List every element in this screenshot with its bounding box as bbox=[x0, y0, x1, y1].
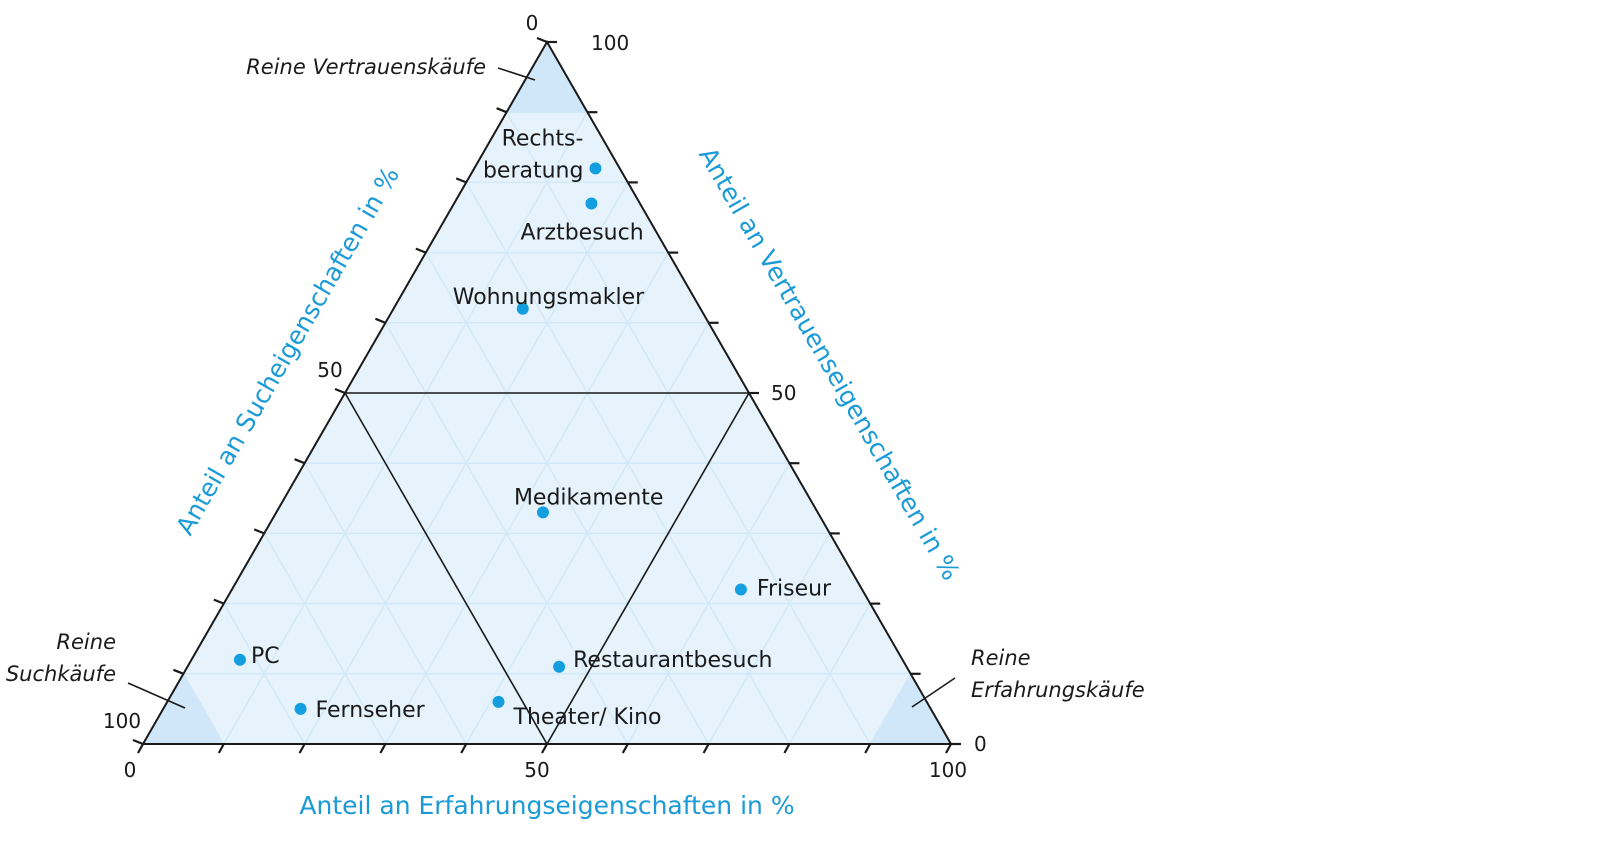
grid-line bbox=[627, 462, 791, 745]
tick-search bbox=[213, 598, 225, 605]
tick-experience bbox=[217, 743, 225, 754]
data-point-label: Arztbesuch bbox=[520, 220, 643, 245]
corner-label: Erfahrungskäufe bbox=[971, 678, 1145, 702]
tick-search bbox=[415, 247, 427, 254]
data-point-label: Wohnungsmakler bbox=[453, 285, 645, 310]
tick-experience bbox=[298, 743, 306, 754]
grid-line bbox=[223, 111, 589, 745]
grid-line bbox=[384, 252, 669, 745]
tick-experience bbox=[702, 743, 710, 754]
data-point-label: Friseur bbox=[757, 577, 832, 602]
data-point-label: Theater/ Kino bbox=[513, 705, 662, 730]
tick-search bbox=[253, 528, 265, 535]
tick-label-experience: 100 bbox=[929, 758, 967, 782]
tick-search bbox=[132, 738, 144, 746]
corner-leader-line bbox=[127, 682, 186, 709]
grid-line bbox=[505, 111, 871, 745]
data-point bbox=[734, 583, 747, 596]
tick-experience bbox=[945, 743, 952, 754]
tick-label-credence: 50 bbox=[771, 381, 796, 405]
tick-experience bbox=[541, 743, 548, 754]
data-point bbox=[233, 653, 246, 666]
data-point bbox=[492, 695, 505, 708]
data-point-label: Fernseher bbox=[316, 698, 426, 723]
tick-experience bbox=[137, 743, 144, 754]
data-point bbox=[516, 302, 529, 315]
data-point-label: Medikamente bbox=[514, 485, 664, 510]
grid-line bbox=[425, 252, 710, 745]
data-point bbox=[536, 506, 549, 519]
data-point-label: Restaurantbesuch bbox=[573, 648, 772, 673]
tick-label-experience: 0 bbox=[124, 758, 137, 782]
corner-region-search bbox=[143, 673, 224, 744]
tick-search bbox=[496, 107, 508, 114]
data-point bbox=[585, 197, 598, 210]
grid-line bbox=[223, 603, 306, 745]
data-point bbox=[553, 660, 566, 673]
corner-region-credence bbox=[506, 42, 588, 113]
corner-label: Suchkäufe bbox=[6, 662, 116, 686]
corner-leader-line bbox=[497, 67, 536, 81]
data-point-label: Rechts- bbox=[502, 126, 584, 151]
corner-label: Reine bbox=[971, 646, 1031, 670]
tick-experience bbox=[621, 743, 629, 754]
division-line bbox=[344, 392, 548, 745]
tick-label-search: 50 bbox=[317, 358, 342, 382]
tick-experience bbox=[379, 743, 387, 754]
tick-label-search: 0 bbox=[526, 11, 539, 35]
tick-label-credence: 100 bbox=[591, 31, 629, 55]
grid-line bbox=[303, 462, 467, 745]
tick-search bbox=[172, 668, 184, 675]
corner-label: Reine Vertrauenskäufe bbox=[246, 55, 486, 79]
tick-search bbox=[536, 36, 548, 44]
tick-search bbox=[455, 177, 467, 184]
grid-line bbox=[263, 533, 387, 745]
tick-search bbox=[334, 387, 346, 395]
tick-label-credence: 0 bbox=[974, 732, 987, 756]
grid-line bbox=[788, 603, 871, 745]
grid-line bbox=[869, 673, 912, 745]
tick-experience bbox=[460, 743, 468, 754]
tick-search bbox=[374, 317, 386, 324]
tick-experience bbox=[864, 743, 872, 754]
corner-region-experience bbox=[870, 673, 951, 744]
data-point bbox=[294, 702, 307, 715]
tick-experience bbox=[783, 743, 791, 754]
tick-label-search: 100 bbox=[103, 709, 141, 733]
corner-label: Reine bbox=[56, 630, 116, 654]
data-point-label: beratung bbox=[483, 158, 584, 183]
tick-search bbox=[294, 458, 306, 465]
grid-line bbox=[182, 673, 225, 745]
data-point bbox=[589, 162, 602, 175]
corner-leader-line bbox=[911, 677, 956, 708]
tick-label-experience: 50 bbox=[524, 758, 549, 782]
grid-line bbox=[707, 533, 831, 745]
axis-title-experience: Anteil an Erfahrungseigenschaften in % bbox=[299, 791, 794, 820]
data-point-label: PC bbox=[251, 644, 280, 669]
division-line bbox=[546, 392, 750, 745]
